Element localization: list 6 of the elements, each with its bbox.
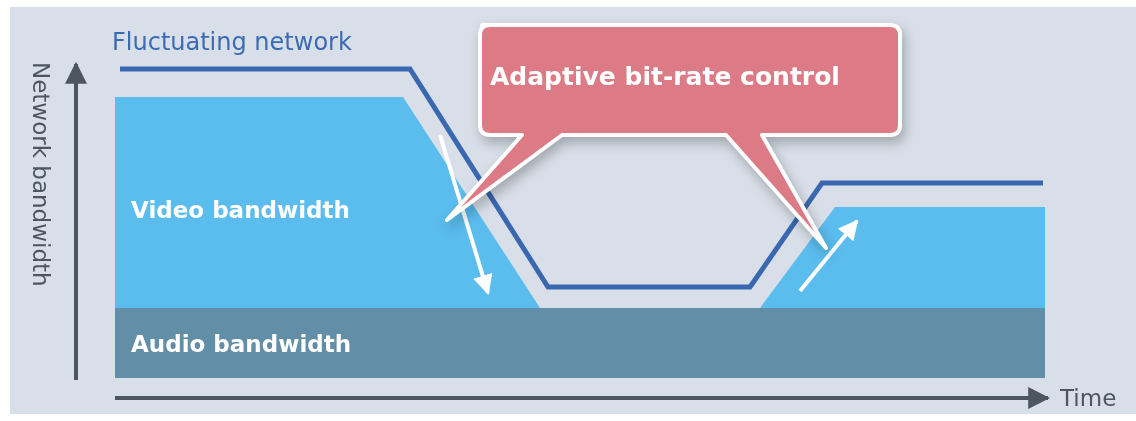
callout-text: Adaptive bit-rate control (490, 62, 840, 91)
area-label: Audio bandwidth (131, 331, 352, 357)
axis-label: Network bandwidth (28, 62, 54, 287)
area-label: Video bandwidth (131, 197, 350, 223)
axis-label: Time (1060, 385, 1117, 411)
line-label: Fluctuating network (112, 28, 352, 56)
